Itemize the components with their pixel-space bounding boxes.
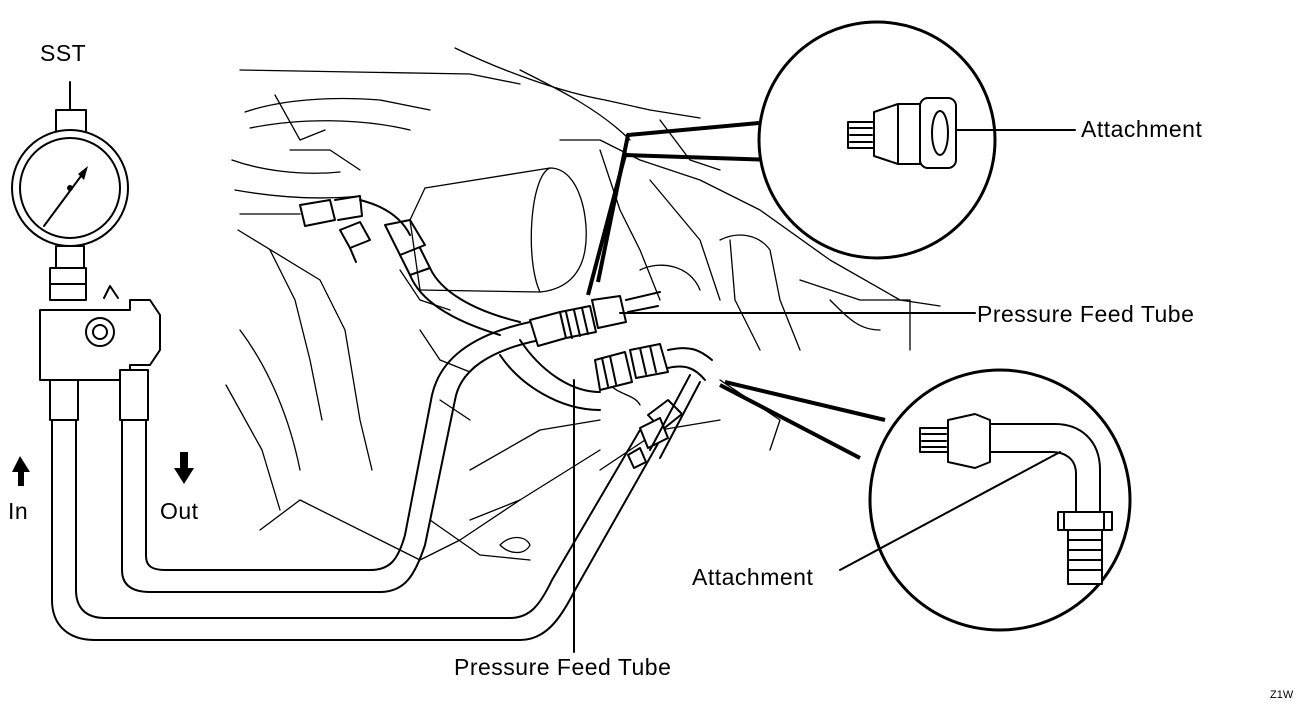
pressure-feed-fittings [499, 291, 713, 469]
label-attachment-top: Attachment [1081, 116, 1203, 142]
gauge-hoses [51, 321, 661, 641]
engine-body-sketch [225, 47, 941, 561]
label-in: In [8, 498, 29, 524]
label-out: Out [160, 498, 199, 524]
attachment-callout-top [586, 20, 1076, 296]
attachment-callout-bottom [719, 368, 1132, 632]
arrow-up-icon [12, 456, 30, 486]
label-attachment-bottom: Attachment [692, 564, 814, 590]
label-pressure-feed-tube-bottom: Pressure Feed Tube [454, 654, 672, 680]
label-sst: SST [40, 40, 87, 66]
label-pressure-feed-tube-right: Pressure Feed Tube [977, 301, 1195, 327]
pressure-gauge-sst [11, 81, 161, 421]
arrow-down-icon [174, 452, 194, 484]
hose-connector-upper [299, 195, 521, 336]
label-leaders [573, 312, 976, 653]
figure-code: Z1W [1270, 689, 1294, 701]
